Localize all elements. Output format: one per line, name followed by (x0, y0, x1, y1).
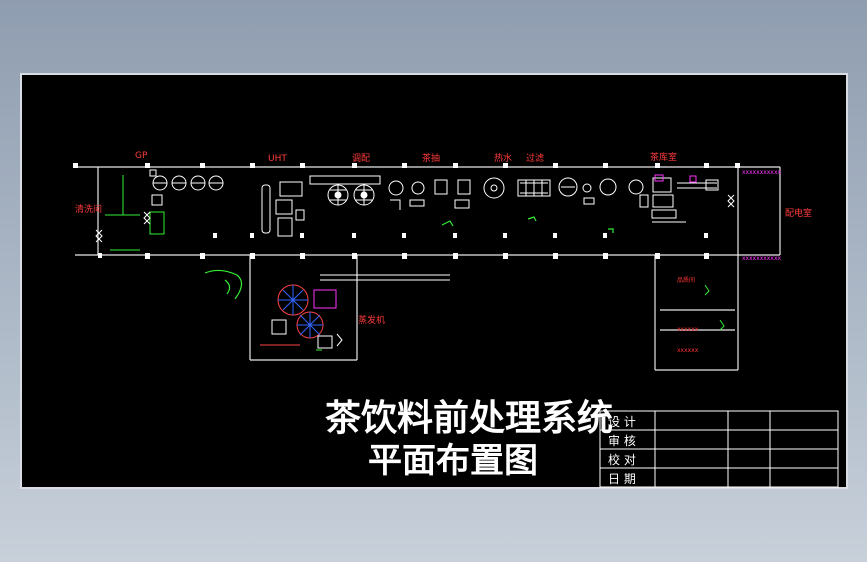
drawing-title-line1: 茶饮料前处理系统 (325, 397, 613, 439)
title-block-row-check: 校 对 (608, 452, 636, 467)
area-label-power-room: 配电室 (785, 207, 812, 219)
green-markers (204, 216, 614, 300)
small-label-room-a: 品质间 (677, 276, 695, 284)
small-label-right-mid: xxxxxxxxxxx (742, 255, 782, 262)
tea-room-equipment (639, 177, 719, 223)
title-block-row-review: 审 核 (608, 433, 636, 448)
title-block-row-design: 设 计 (608, 415, 636, 429)
area-label-cip: 清洗间 (75, 203, 102, 215)
area-label-filter: 过滤 (526, 152, 544, 164)
title-block-row-date: 日 期 (608, 472, 636, 486)
area-label-tea-room: 茶库室 (650, 151, 677, 163)
boiler-room-equipment (260, 274, 450, 351)
small-label-room-c: xxxxxx (677, 347, 699, 354)
area-label-blending: 调配 (352, 153, 370, 164)
gp-tank-row (149, 169, 224, 206)
door-symbols (95, 194, 735, 243)
title-block-table (599, 410, 839, 488)
area-label-boiler: 蒸发机 (358, 314, 385, 326)
drawing-sheet (20, 73, 848, 489)
right-room-markers (704, 284, 725, 331)
water-filter-equipment (483, 177, 644, 205)
structural-columns (73, 163, 740, 259)
small-label-right-top: xxxxxxxxxxx (742, 169, 782, 176)
cip-room-equipment (105, 175, 165, 251)
blending-tanks (309, 175, 381, 206)
extraction-equipment (388, 179, 471, 210)
area-label-gp: GP (135, 151, 148, 161)
uht-unit (261, 181, 305, 237)
area-label-water: 热水 (494, 152, 512, 164)
building-walls (75, 166, 781, 371)
small-label-room-b: xxxxxx (677, 326, 699, 333)
area-label-uht: UHT (268, 154, 287, 164)
drawing-title-line2: 平面布置图 (368, 441, 538, 481)
area-label-extraction: 茶抽 (422, 152, 440, 164)
magenta-markers (654, 174, 697, 183)
